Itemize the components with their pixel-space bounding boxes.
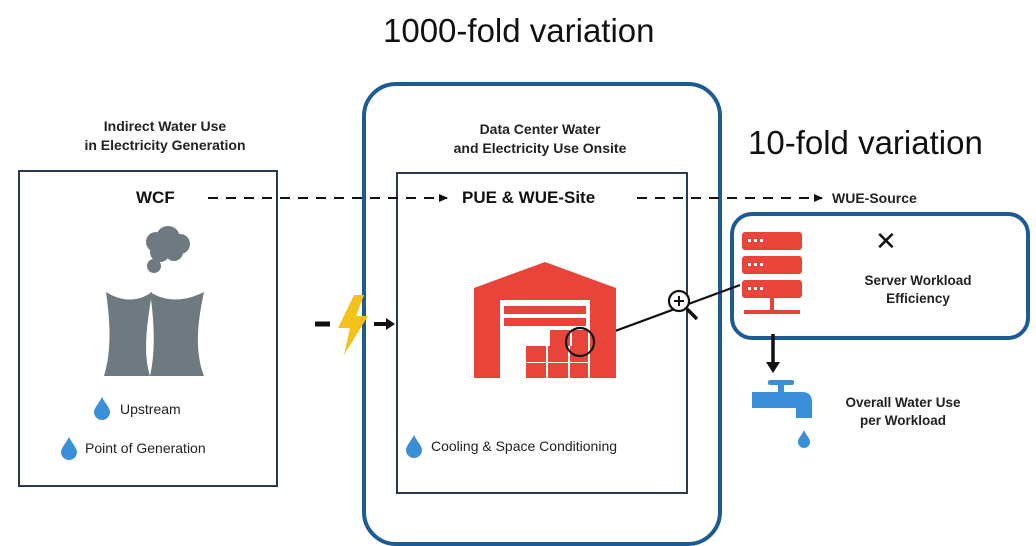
lightning-bolt-icon <box>338 295 368 355</box>
faucet-icon <box>752 380 812 448</box>
server-line2: Efficiency <box>886 291 950 306</box>
upstream-label: Upstream <box>120 401 181 417</box>
cooling-space-conditioning-label: Cooling & Space Conditioning <box>431 438 618 454</box>
water-drop-icon <box>61 437 77 460</box>
zoom-in-icon <box>667 289 699 321</box>
power-arrow-head <box>386 318 395 330</box>
overall-water-use-label: Overall Water Use per Workload <box>808 394 998 430</box>
center-heading-line2: and Electricity Use Onsite <box>453 140 627 156</box>
center-panel-box <box>396 172 688 494</box>
output-line2: per Workload <box>859 413 947 428</box>
top-variation-label: 1000-fold variation <box>383 12 655 49</box>
wue-source-label: WUE-Source <box>832 190 917 206</box>
water-drop-icon <box>406 435 422 458</box>
right-variation-label: 10-fold variation <box>748 124 983 161</box>
server-line1: Server Workload <box>864 273 972 288</box>
server-rack-icon <box>742 232 802 314</box>
server-workload-efficiency-label: Server Workload Efficiency <box>818 272 1018 308</box>
left-panel-heading: Indirect Water Use in Electricity Genera… <box>40 117 290 155</box>
server-to-output-arrowhead <box>766 362 780 373</box>
data-center-warehouse-icon <box>474 262 616 378</box>
water-drop-icon <box>94 397 110 420</box>
pue-wue-site-label: PUE & WUE-Site <box>462 188 596 207</box>
server-highlight-frame <box>730 212 1030 340</box>
power-plant-icon <box>104 226 204 376</box>
wcf-label: WCF <box>136 188 175 207</box>
point-of-generation-label: Point of Generation <box>85 440 206 456</box>
output-line1: Overall Water Use <box>845 395 961 410</box>
left-heading-line2: in Electricity Generation <box>84 137 246 153</box>
zoom-connector-line <box>595 283 741 340</box>
left-panel-box <box>18 170 278 487</box>
left-heading-line1: Indirect Water Use <box>103 118 227 134</box>
multiply-icon: ✕ <box>875 226 897 256</box>
center-panel-heading: Data Center Water and Electricity Use On… <box>400 120 680 158</box>
center-heading-line1: Data Center Water <box>479 121 601 137</box>
